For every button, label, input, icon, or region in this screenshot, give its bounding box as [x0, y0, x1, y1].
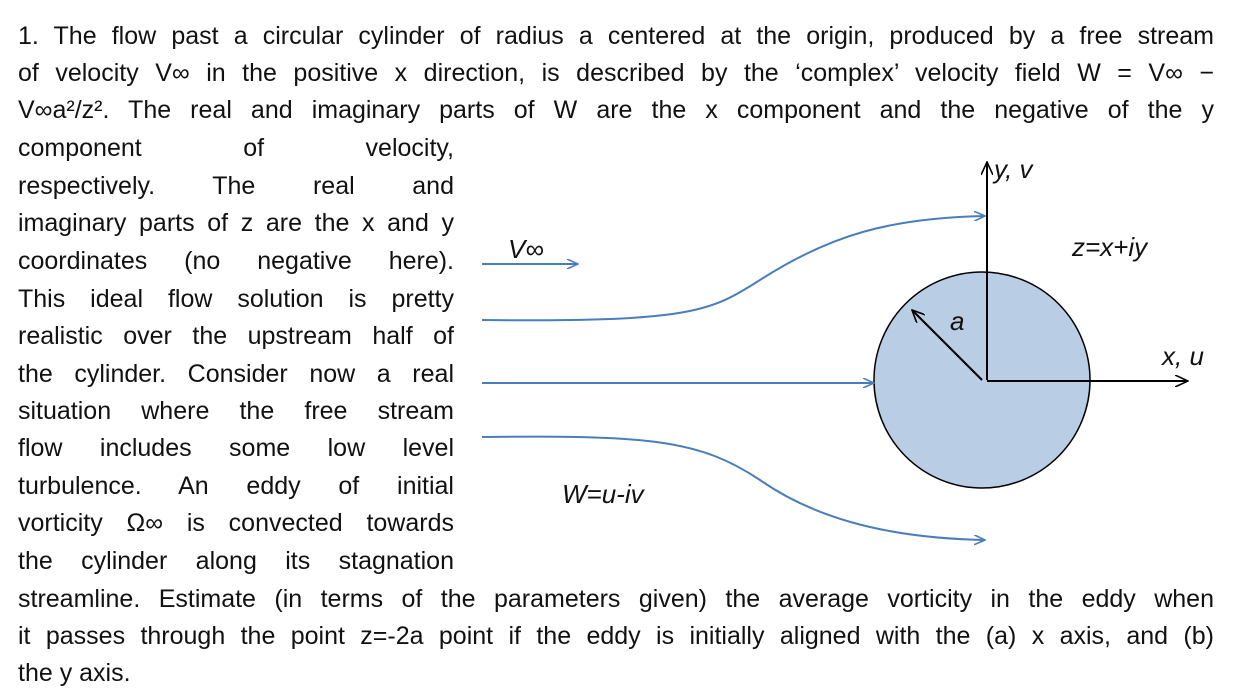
text-line-14: vorticity Ω∞ is convected towards: [18, 509, 454, 537]
text-line-1: 1. The flow past a circular cylinder of …: [18, 22, 1214, 50]
text-line-4: component of velocity,: [18, 134, 454, 162]
streamline-upper: [481, 216, 985, 322]
label-radius: a: [950, 306, 964, 336]
text-line-15: the cylinder along its stagnation: [18, 547, 454, 575]
label-complex-plane: z=x+iy: [1071, 232, 1149, 262]
label-velocity-field: W=u-iv: [562, 479, 646, 509]
text-line-11: situation where the free stream: [18, 397, 454, 425]
text-line-12: flow includes some low level: [18, 434, 454, 462]
radius-line: [912, 310, 983, 381]
text-line-18: the y axis.: [18, 659, 131, 687]
cylinder-flow-diagram: V∞ y, v x, u z=x+iy a W=u-iv: [481, 154, 1204, 560]
text-line-6: imaginary parts of z are the x and y: [18, 209, 454, 237]
text-line-7: coordinates (no negative here).: [18, 247, 454, 275]
label-freestream-velocity: V∞: [508, 234, 544, 264]
text-line-17: it passes through the point z=-2a point …: [18, 622, 1214, 650]
streamline-lower: [481, 435, 985, 540]
text-line-8: This ideal flow solution is pretty: [18, 285, 454, 313]
label-y-axis: y, v: [992, 154, 1035, 184]
text-line-5: respectively. The real and: [18, 172, 454, 200]
text-line-16: streamline. Estimate (in terms of the pa…: [18, 585, 1214, 613]
text-line-10: the cylinder. Consider now a real: [18, 360, 454, 388]
text-line-3: V∞a²/z². The real and imaginary parts of…: [18, 96, 1214, 124]
text-line-13: turbulence. An eddy of initial: [18, 472, 454, 500]
text-line-2: of velocity V∞ in the positive x directi…: [18, 59, 1214, 87]
label-x-axis: x, u: [1160, 341, 1204, 371]
text-line-9: realistic over the upstream half of: [18, 322, 454, 350]
